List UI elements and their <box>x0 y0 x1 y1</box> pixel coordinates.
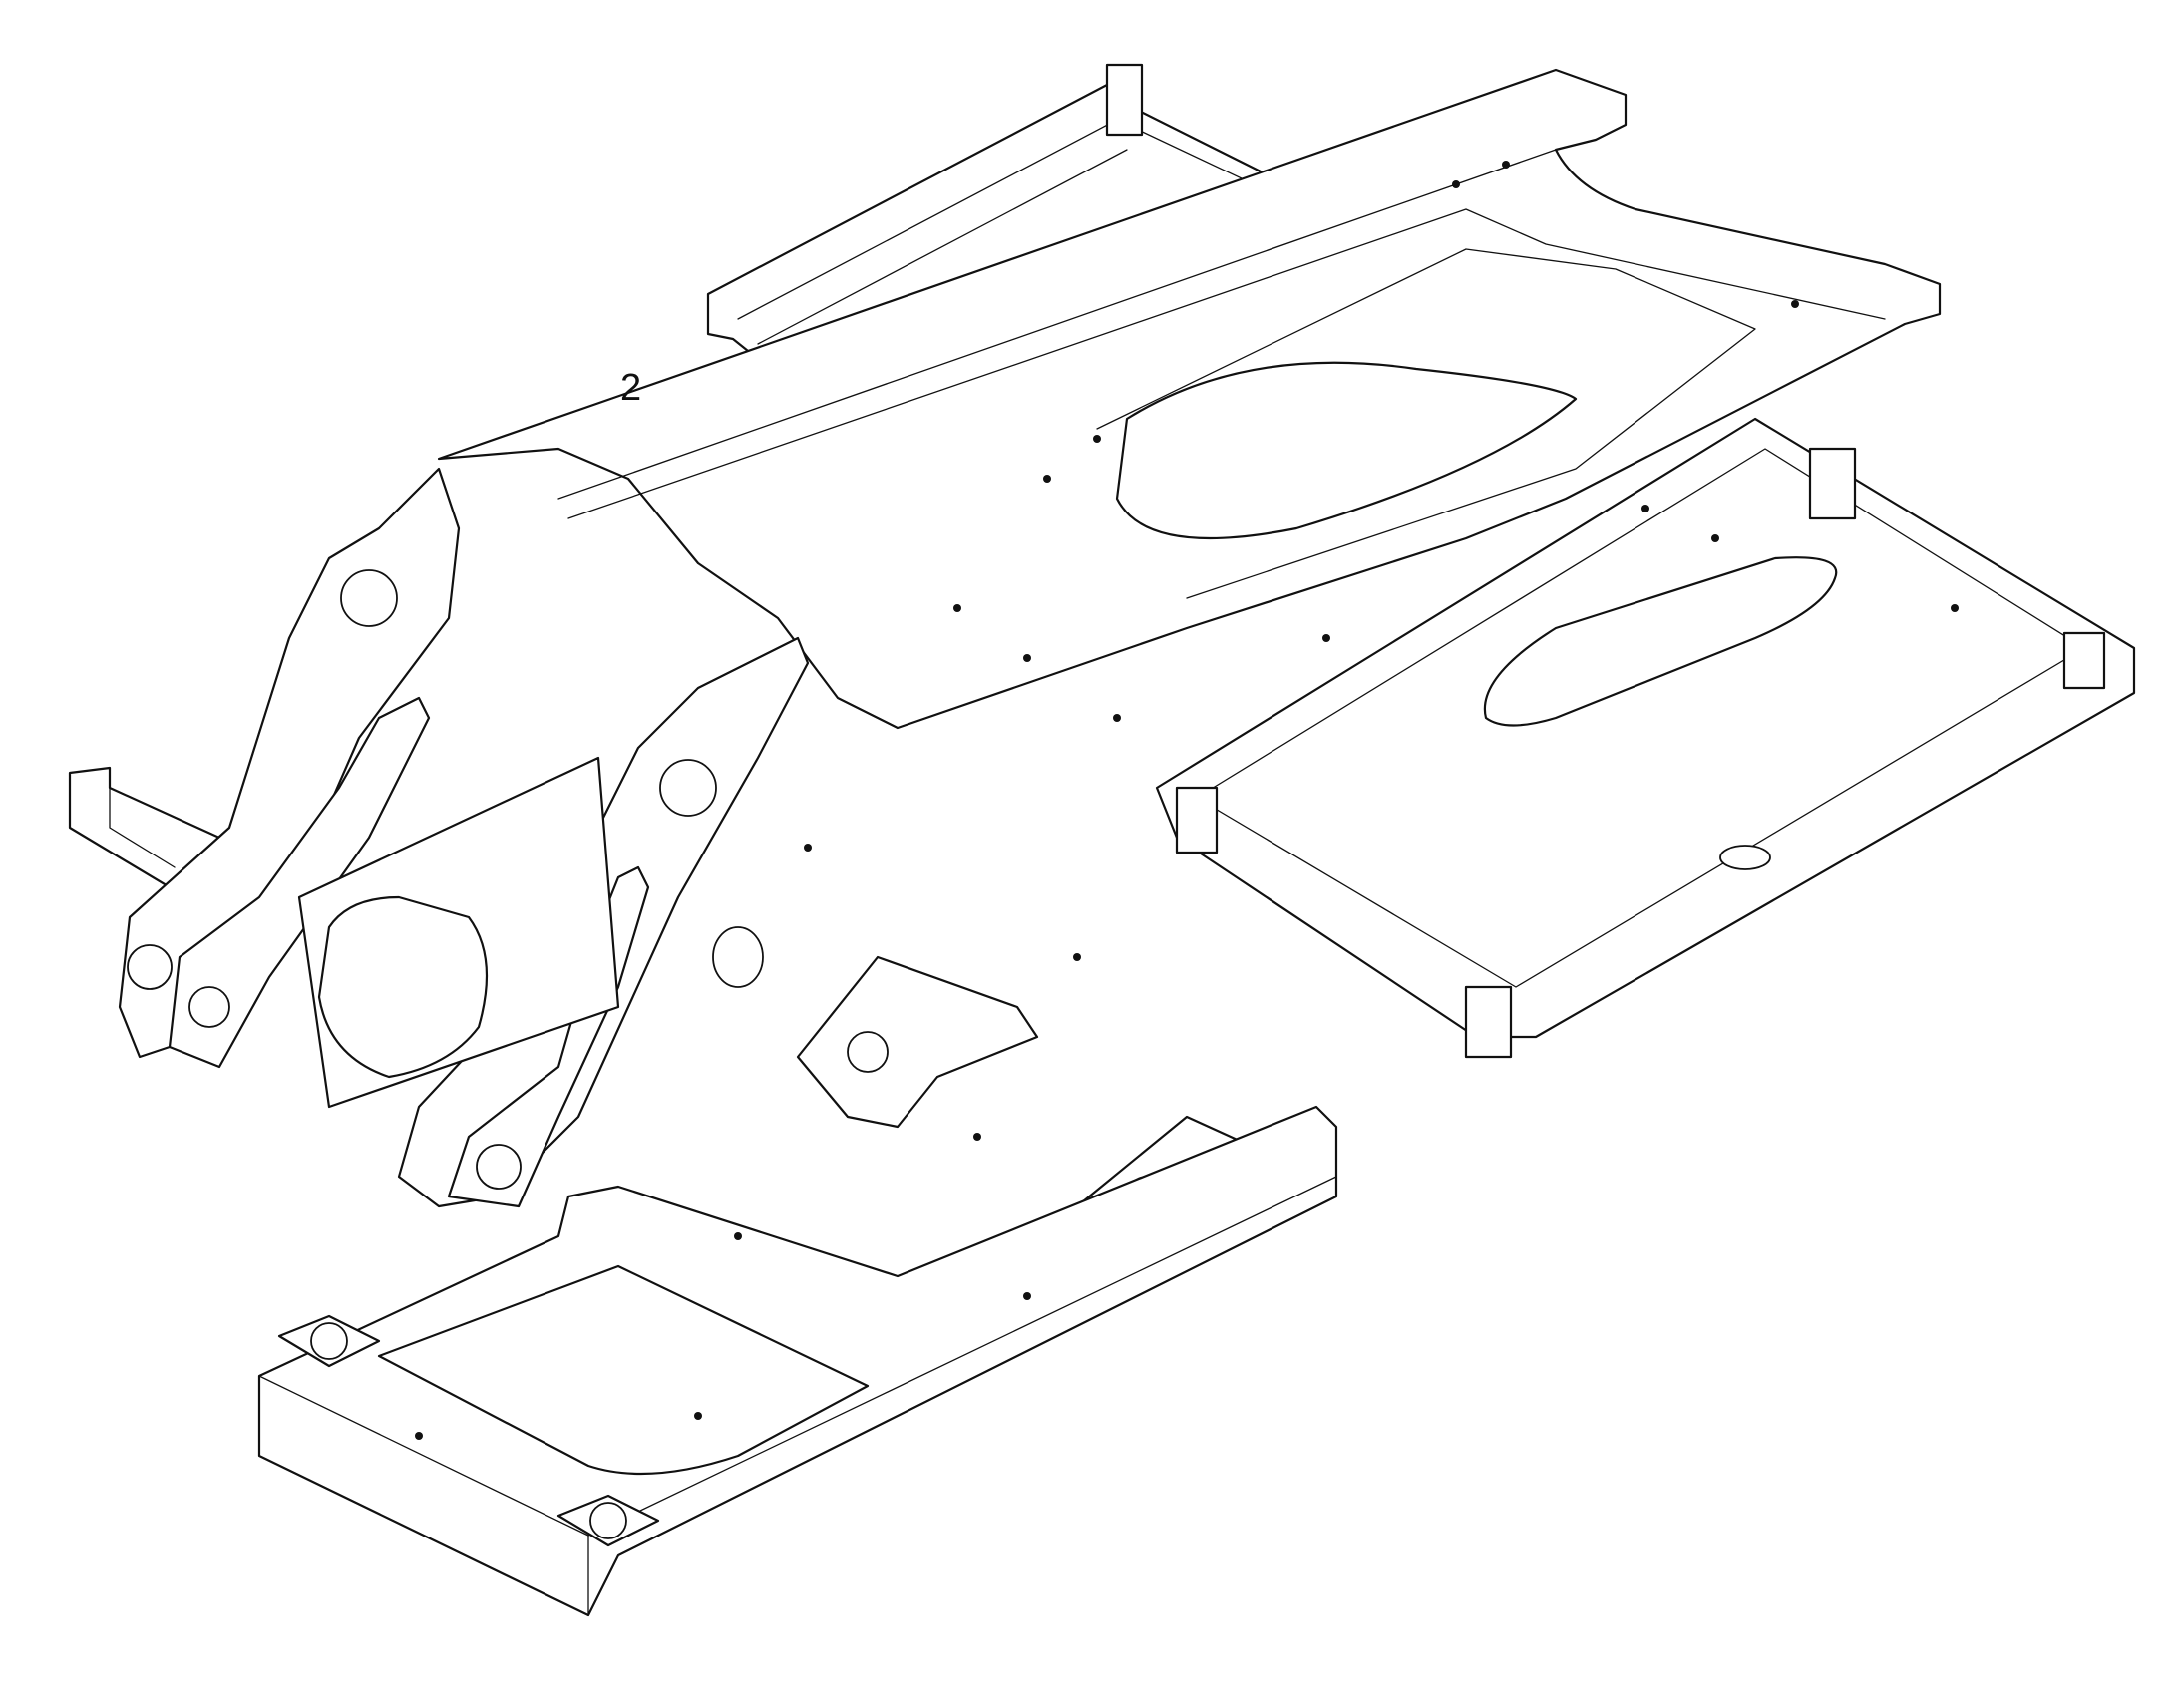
center-box-frame <box>297 756 620 1109</box>
front-lift-arm-inner <box>168 696 431 1069</box>
rear-mount-block-left <box>1105 63 1144 137</box>
rear-corner-block-bottom <box>1464 985 1513 1059</box>
rear-frame-cutout <box>1483 556 1838 727</box>
rear-corner-block-left <box>1175 786 1219 854</box>
rear-lower-frame <box>1155 417 2136 1059</box>
rear-corner-block-top <box>1808 447 1857 520</box>
rear-corner-block-right <box>2062 631 2106 690</box>
front-mounting-plate-left <box>796 955 1039 1129</box>
center-box-cutout <box>317 895 489 1079</box>
fastener-holes <box>415 161 1959 1440</box>
part-callout-number: 2 <box>620 367 642 409</box>
front-lower-frame <box>257 1105 1338 1617</box>
beam-cutout <box>1115 361 1578 540</box>
front-lift-arm-outer <box>118 467 461 1059</box>
main-longitudinal-beam <box>437 68 1942 730</box>
front-frame-cutout <box>377 1264 870 1476</box>
